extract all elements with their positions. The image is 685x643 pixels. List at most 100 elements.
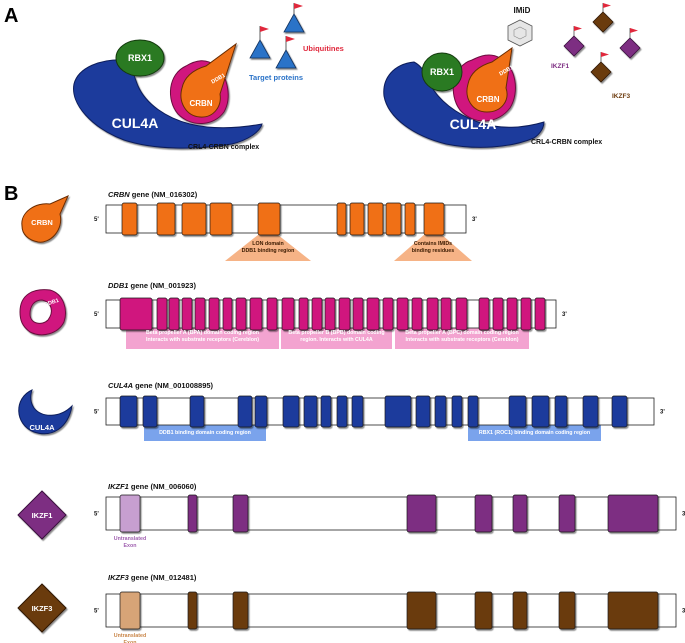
ikzf1-five-prime: 5' [94,512,99,518]
ddb1-exon [455,297,468,331]
ikzf1-gene-backbone [105,496,677,531]
ddb1-annotation-0-line-1: Interacts with substrate receptors (Cere… [146,337,259,343]
ddb1-exon [156,297,168,331]
ddb1-exon [266,297,278,331]
cul4a-exon [582,395,599,428]
ddb1-exon [534,297,546,331]
cul4a-domain-box-0 [144,422,266,441]
ddb1-exon [249,297,263,331]
ddb1-protein-label: DDB1 [44,298,60,308]
crbn-exon [209,202,233,236]
panel-label-b: B [4,183,18,205]
ikzf1-gene-title: IKZF1 gene (NM_006060) [108,482,197,491]
complex-label-right: CRL4-CRBN complex [531,139,602,146]
ikzf3-exon [406,591,437,630]
cul4a-exon [554,395,568,428]
cul4a-annotation-0-line-0: DDB1 binding domain coding region [159,430,251,436]
ikzf3-gene-title: IKZF3 gene (NM_012481) [108,573,197,582]
ddb1-annotation-0-line-0: Beta propeller A (BPA) domain coding reg… [146,330,259,336]
ddb1-annotation-1-line-1: region. Interacts with CUL4A [300,337,373,343]
ikzf3-protein-icon [17,583,67,633]
ubiquitines-label: Ubiquitines [303,44,344,53]
imid-label: IMiD [514,6,531,15]
ikzf3-annotation-0-line-0: Untranslated [114,633,146,639]
ddb1-exon [352,297,364,331]
ikzf3-exon [558,591,576,630]
cul4a-exon [467,395,479,428]
cul4a-gene-backbone [105,397,655,426]
ikzf3-three-prime: 3' [682,609,685,615]
ikzf-substrates [563,11,641,83]
ikzf1-annotation-0-line-0: Untranslated [114,536,146,542]
crbn-exon [367,202,384,236]
ikzf1-exon [512,494,528,533]
cul4a-exon [451,395,463,428]
ddb1-exon [492,297,504,331]
ikzf3-exon [607,591,659,630]
complex-label-left: CRL4-CRBN complex [188,144,259,151]
imid-molecule [507,19,533,47]
crbn-protein-icon [21,195,69,243]
target-proteins-label: Target proteins [249,73,303,82]
ddb1-exon [520,297,532,331]
cul4a-exon [254,395,268,428]
crbn-annotation-0-line-1: DDB1 binding region [242,248,295,254]
ddb1-exon [168,297,180,331]
cul4a-five-prime: 5' [94,410,99,416]
crbn-exon [257,202,281,236]
ddb1-exon [298,297,309,331]
crbn-exon [181,202,207,236]
cul4a-annotation-1-line-0: RBX1 (ROC1) binding domain coding region [479,430,590,436]
ikzf1-exon [474,494,493,533]
crbn-annotation-0-line-0: LON domain [252,241,284,247]
crbn-annotation-1-line-0: Contains IMIDs [414,241,452,247]
ddb1-gene-title: DDB1 gene (NM_001923) [108,281,196,290]
ikzf3-protein-label: IKZF3 [32,604,53,613]
rbx1-shape-left [115,39,165,77]
cul4a-exon [384,395,412,428]
ikzf3-exon [512,591,528,630]
ddb1-exon [411,297,423,331]
crbn-exon [385,202,402,236]
ddb1-exon [396,297,409,331]
ddb1-exon [194,297,206,331]
ikzf3-exon [474,591,493,630]
rbx1-shape-right [421,52,463,92]
cul4a-exon [303,395,318,428]
ddb1-exon [382,297,394,331]
ikzf1-exon [607,494,659,533]
rbx1-label-left: RBX1 [128,53,152,63]
ddb1-five-prime: 5' [94,312,99,318]
cul4a-protein-icon [18,389,73,435]
cul4a-exon [282,395,300,428]
cul4a-exon [415,395,431,428]
cul4a-label-right: CUL4A [450,116,497,132]
ikzf3-annotation-0-line-1: Exon [124,640,137,643]
cul4a-exon [351,395,364,428]
crbn-domain-marker-0 [225,227,311,261]
ddb1-exon [281,297,295,331]
ddb1-annotation-2-line-1: Interacts with substrate receptors (Cere… [405,337,518,343]
ikzf1-exon [406,494,437,533]
ddb1-exon [208,297,220,331]
ddb1-exon [366,297,380,331]
ddb1-exon [440,297,452,331]
ikzf3-gene-backbone [105,593,677,628]
rbx1-label-right: RBX1 [430,67,454,77]
crbn-label-right: CRBN [476,95,499,104]
cul4a-exon [237,395,253,428]
cul4a-exon [189,395,205,428]
ddb1-exon [311,297,323,331]
ikzf1-annotation-0-line-1: Exon [124,543,137,549]
ikzf3-label-top: IKZF3 [612,93,630,100]
crbn-exon [349,202,365,236]
ikzf1-exon [232,494,249,533]
ddb1-exon [426,297,439,331]
cul4a-exon [142,395,158,428]
ikzf3-exon [187,591,198,630]
